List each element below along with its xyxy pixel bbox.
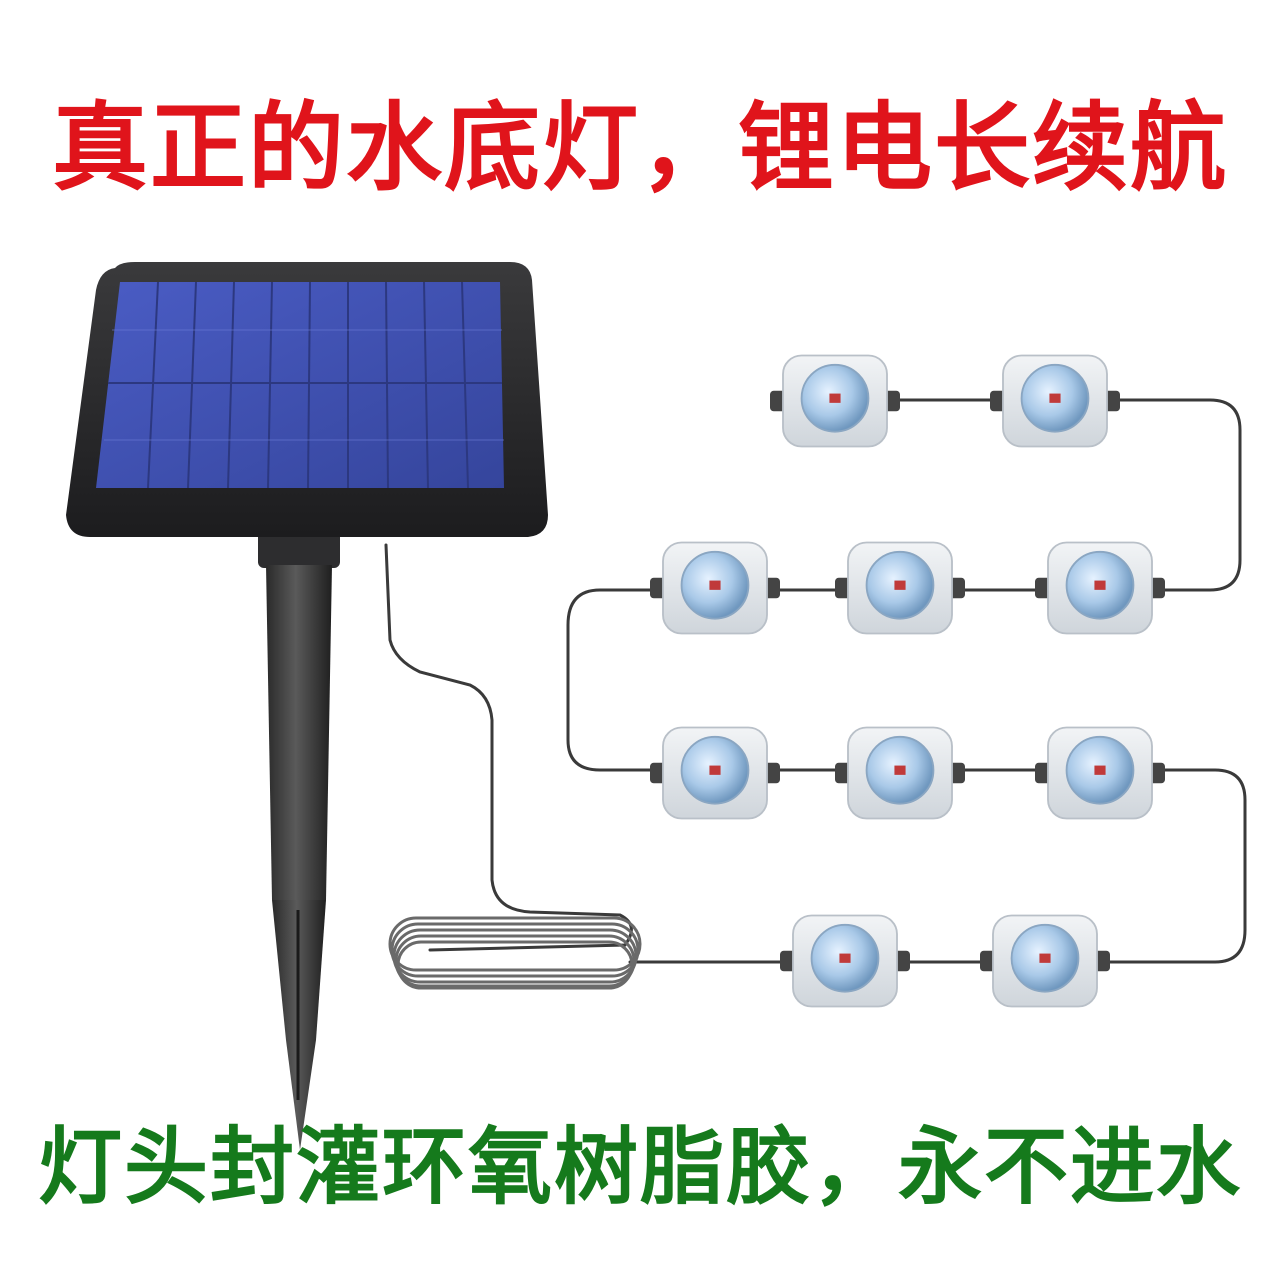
lamp bbox=[1035, 541, 1165, 635]
lamp bbox=[980, 914, 1110, 1008]
coiled-cable bbox=[388, 916, 642, 990]
solar-panel bbox=[66, 262, 548, 537]
lamp-row-3 bbox=[650, 726, 1165, 820]
lamp bbox=[770, 354, 900, 448]
lamp bbox=[650, 541, 780, 635]
lamp bbox=[990, 354, 1120, 448]
lamp-row-2 bbox=[650, 541, 1165, 635]
top-headline: 真正的水底灯，锂电长续航 bbox=[52, 92, 1228, 204]
lamp bbox=[835, 726, 965, 820]
lamp bbox=[835, 541, 965, 635]
lamp bbox=[1035, 726, 1165, 820]
lamp bbox=[650, 726, 780, 820]
ground-stake bbox=[258, 530, 340, 1150]
bottom-headline: 灯头封灌环氧树脂胶，永不进水 bbox=[37, 1118, 1242, 1216]
lamp bbox=[780, 914, 910, 1008]
